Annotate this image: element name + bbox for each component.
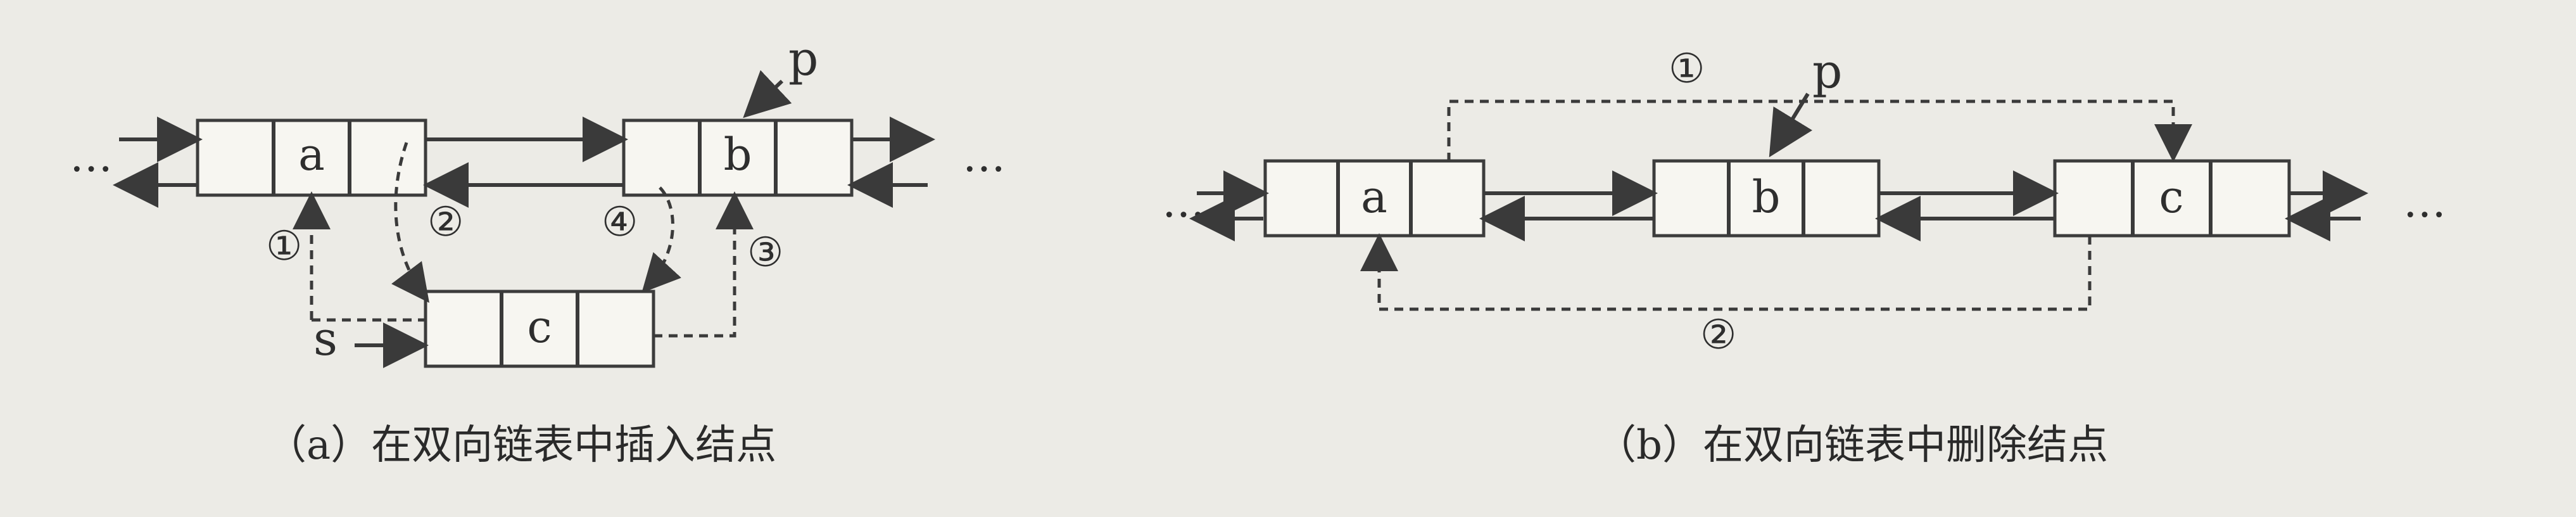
step-3-link-a (653, 191, 754, 338)
ellipsis-left-a: … (70, 132, 114, 182)
node-b-right: b (1652, 159, 1881, 238)
ellipsis-right-b: … (2403, 177, 2447, 227)
step-4-link-a (641, 186, 681, 293)
step-3-a: ③ (747, 229, 783, 276)
node-a-right-label: a (1361, 171, 1387, 223)
step-4-a: ④ (602, 199, 638, 246)
ellipsis-right-a: … (963, 132, 1007, 182)
caption-b: （b）在双向链表中删除结点 (1596, 422, 2108, 469)
step-2-a: ② (427, 199, 464, 246)
pointer-p-arrow-b (1769, 93, 1813, 158)
step-1-b: ① (1669, 46, 1705, 93)
node-b-right-label: b (1752, 171, 1781, 223)
node-c-left: c (424, 290, 655, 368)
node-c-right: c (2053, 159, 2291, 238)
pointer-p-a: p (788, 32, 818, 86)
pointer-p-b: p (1812, 44, 1842, 99)
node-a-right: a (1263, 159, 1486, 238)
diagram-a: a b c … … p s (70, 32, 1007, 469)
step-1-a: ① (266, 223, 302, 270)
node-a-label: a (298, 129, 325, 181)
node-b-label: b (724, 129, 752, 181)
diagram-b: a b c … … p (1162, 44, 2447, 469)
step-1-link-b (1447, 99, 2192, 162)
node-b-left: b (622, 118, 854, 197)
node-c-label: c (527, 301, 552, 353)
step-2-b: ② (1700, 312, 1736, 359)
node-c-right-label: c (2159, 171, 2183, 223)
node-a-left: a (196, 118, 427, 197)
step-2-link-b (1360, 233, 2092, 311)
caption-a: （a）在双向链表中插入结点 (266, 422, 776, 469)
pointer-p-arrow-a (743, 70, 792, 118)
step-2-link-a (391, 142, 429, 303)
